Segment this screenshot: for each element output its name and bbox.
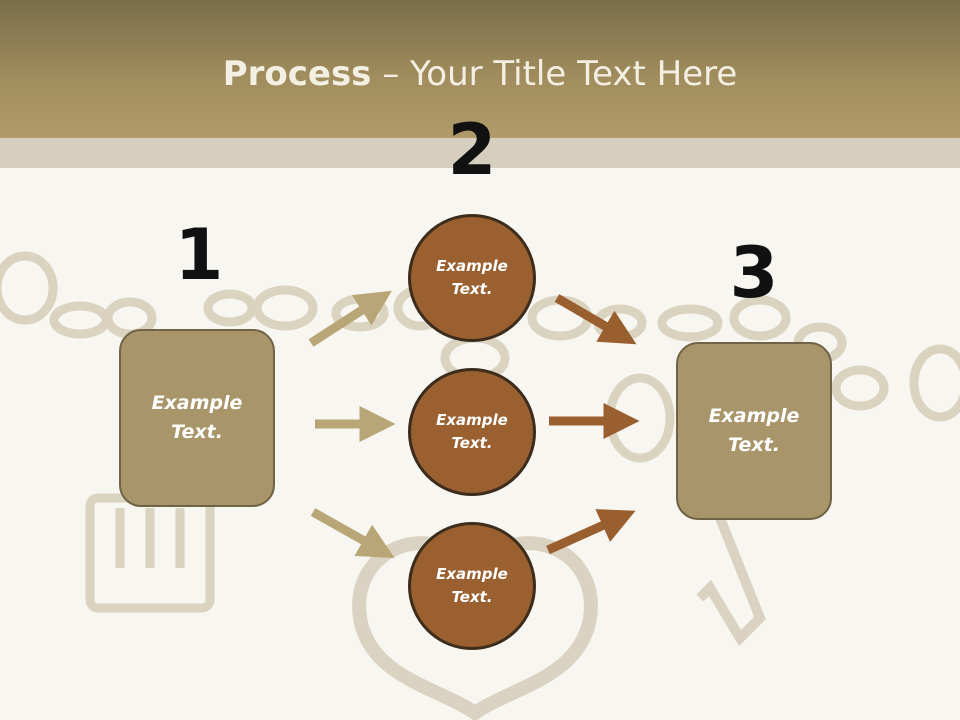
circle-text: Example Text. <box>412 255 532 301</box>
chain-background-image <box>0 251 960 720</box>
step-number-1: 1 <box>174 214 224 296</box>
step-box-start-text: Example Text. <box>137 389 257 447</box>
circle-text-line2: Text. <box>451 588 493 606</box>
title-bold: Process <box>222 54 372 94</box>
box-text-line1: Example <box>708 405 800 427</box>
title-bar-band <box>0 138 960 168</box>
box-text-line1: Example <box>151 392 243 414</box>
box-text-line2: Text. <box>728 434 780 456</box>
circle-text: Example Text. <box>412 409 532 455</box>
step-box-end-text: Example Text. <box>694 402 814 460</box>
circle-text-line1: Example <box>436 565 508 583</box>
slide-title: Process – Your Title Text Here <box>0 52 960 96</box>
circle-text-line1: Example <box>436 257 508 275</box>
circle-text-line2: Text. <box>451 280 493 298</box>
step-number-3: 3 <box>729 232 779 314</box>
title-rest: – Your Title Text Here <box>371 54 738 94</box>
arrow-icon <box>308 290 392 347</box>
step-circle-top: Example Text. <box>408 214 536 342</box>
step-circle-middle: Example Text. <box>408 368 536 496</box>
step-circle-bottom: Example Text. <box>408 522 536 650</box>
step-number-2: 2 <box>447 109 497 191</box>
arrow-icon <box>546 509 636 555</box>
arrow-icon <box>554 294 637 345</box>
circle-text-line1: Example <box>436 411 508 429</box>
circle-text-line2: Text. <box>451 434 493 452</box>
step-box-start: Example Text. <box>119 329 275 507</box>
step-box-end: Example Text. <box>676 342 832 520</box>
arrow-icon <box>310 508 395 559</box>
box-text-line2: Text. <box>171 421 223 443</box>
circle-text: Example Text. <box>412 563 532 609</box>
title-bar <box>0 0 960 138</box>
